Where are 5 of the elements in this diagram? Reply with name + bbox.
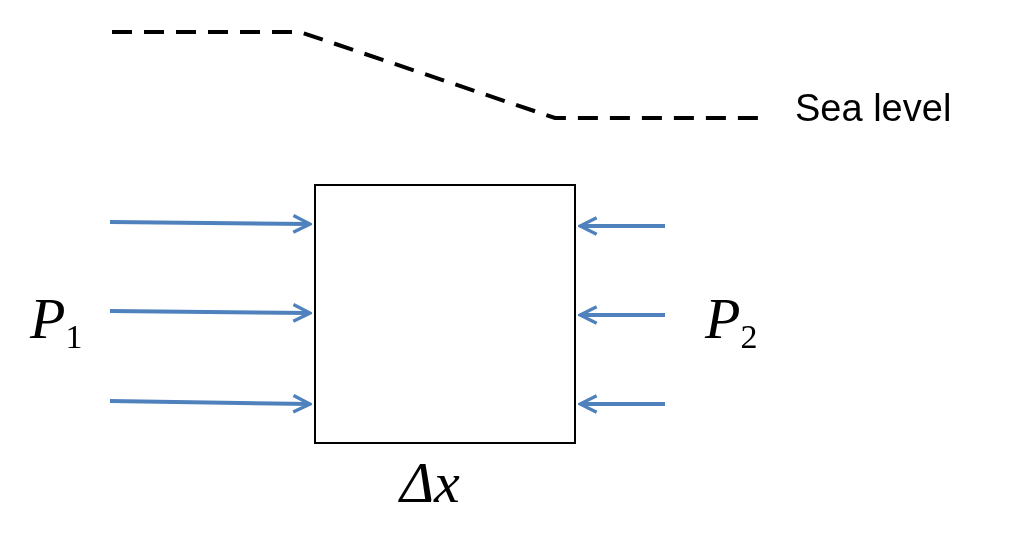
- control-volume-box: [314, 184, 576, 444]
- pressure-label: P$_{1}$: [30, 290, 83, 355]
- sea-level-label: Sea level: [795, 88, 952, 130]
- width-label: Δx: [400, 454, 460, 512]
- pressure-label: P$_{2}$: [705, 290, 758, 355]
